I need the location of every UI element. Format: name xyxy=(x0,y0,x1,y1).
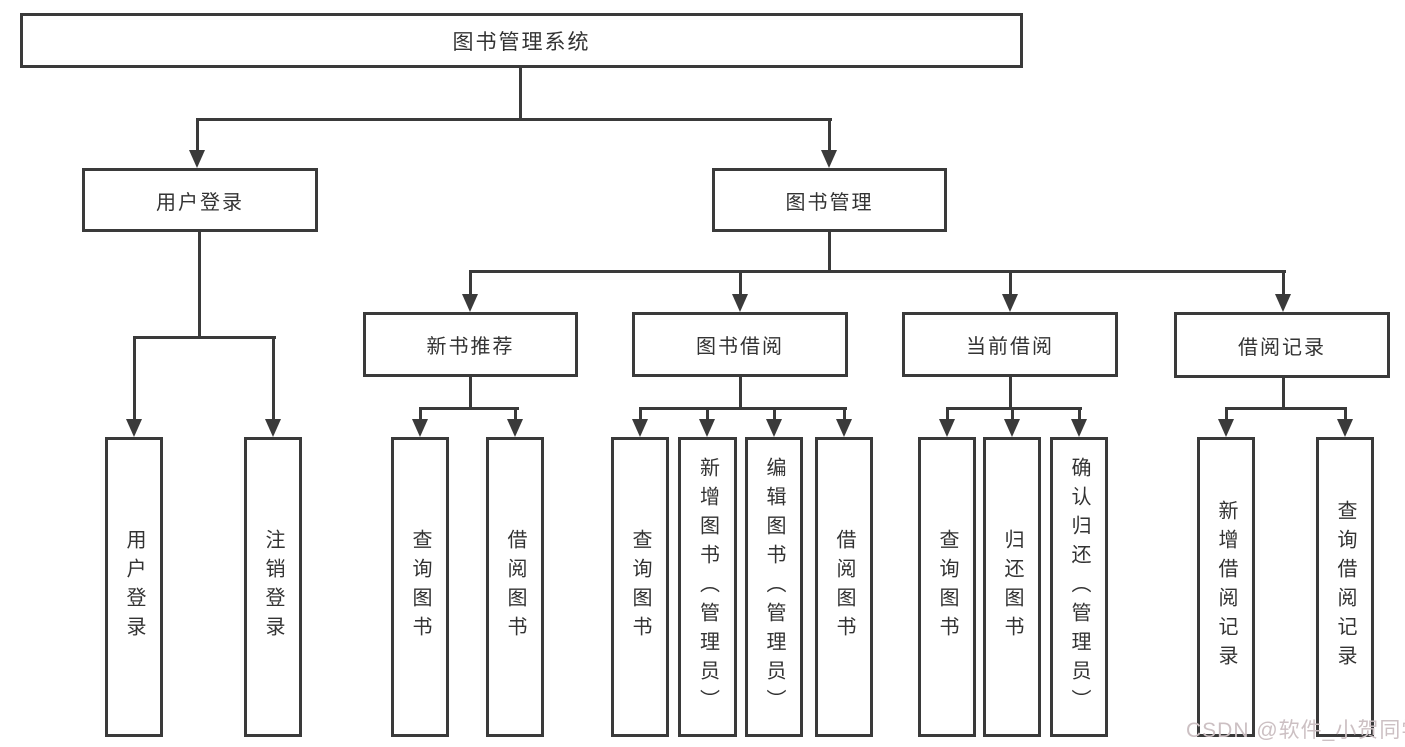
arrow-down-icon xyxy=(1002,294,1018,312)
leaf-add-books-admin: 新增图书（管理员） xyxy=(678,437,737,737)
arrow-down-icon xyxy=(699,419,715,437)
connector-line xyxy=(133,336,136,423)
connector-line xyxy=(272,336,275,423)
connector-line xyxy=(419,407,422,423)
leaf-query-books-current: 查询图书 xyxy=(918,437,976,737)
leaf-user-login: 用户登录 xyxy=(105,437,163,737)
connector-line xyxy=(828,232,831,273)
arrow-down-icon xyxy=(507,419,523,437)
connector-line xyxy=(1078,407,1081,423)
leaf-query-books-recommend: 查询图书 xyxy=(391,437,449,737)
leaf-query-borrow-record: 查询借阅记录 xyxy=(1316,437,1374,737)
connector-line xyxy=(1282,377,1285,410)
leaf-edit-books-admin: 编辑图书（管理员） xyxy=(745,437,803,737)
connector-line xyxy=(196,118,199,155)
connector-line xyxy=(1344,407,1347,423)
connector-line xyxy=(1225,407,1347,410)
node-borrowing-records: 借阅记录 xyxy=(1174,312,1390,378)
connector-line xyxy=(946,407,1082,410)
arrow-down-icon xyxy=(126,419,142,437)
connector-line xyxy=(828,118,831,155)
arrow-down-icon xyxy=(1337,419,1353,437)
node-book-borrowing: 图书借阅 xyxy=(632,312,848,377)
connector-line xyxy=(196,118,832,121)
leaf-borrow-books: 借阅图书 xyxy=(815,437,873,737)
connector-line xyxy=(198,232,201,339)
node-current-borrowing: 当前借阅 xyxy=(902,312,1118,377)
leaf-add-borrow-record: 新增借阅记录 xyxy=(1197,437,1255,737)
arrow-down-icon xyxy=(462,294,478,312)
arrow-down-icon xyxy=(1218,419,1234,437)
arrow-down-icon xyxy=(412,419,428,437)
connector-line xyxy=(514,407,517,423)
connector-line xyxy=(639,407,847,410)
connector-line xyxy=(946,407,949,423)
node-new-book-recommend: 新书推荐 xyxy=(363,312,578,377)
watermark: CSDN @软件_小贺同学 xyxy=(1186,719,1405,742)
connector-line xyxy=(739,270,742,297)
connector-line xyxy=(469,376,472,410)
node-library-management-system: 图书管理系统 xyxy=(20,13,1023,68)
arrow-down-icon xyxy=(632,419,648,437)
connector-line xyxy=(706,407,709,423)
connector-line xyxy=(1011,407,1014,423)
arrow-down-icon xyxy=(1071,419,1087,437)
leaf-confirm-return-admin: 确认归还（管理员） xyxy=(1050,437,1108,737)
connector-line xyxy=(639,407,642,423)
connector-line xyxy=(739,376,742,410)
leaf-logout: 注销登录 xyxy=(244,437,302,737)
connector-line xyxy=(133,336,276,339)
arrow-down-icon xyxy=(732,294,748,312)
connector-line xyxy=(1009,376,1012,410)
connector-line xyxy=(843,407,846,423)
connector-line xyxy=(419,407,519,410)
leaf-return-books: 归还图书 xyxy=(983,437,1041,737)
connector-line xyxy=(1009,270,1012,297)
connector-line xyxy=(519,68,522,121)
arrow-down-icon xyxy=(821,150,837,168)
node-user-login: 用户登录 xyxy=(82,168,318,232)
arrow-down-icon xyxy=(836,419,852,437)
leaf-query-books-borrow: 查询图书 xyxy=(611,437,669,737)
arrow-down-icon xyxy=(1004,419,1020,437)
arrow-down-icon xyxy=(265,419,281,437)
arrow-down-icon xyxy=(939,419,955,437)
connector-line xyxy=(773,407,776,423)
connector-line xyxy=(469,270,1286,273)
arrow-down-icon xyxy=(1275,294,1291,312)
node-book-management: 图书管理 xyxy=(712,168,947,232)
arrow-down-icon xyxy=(766,419,782,437)
connector-line xyxy=(1282,270,1285,297)
leaf-borrow-books-recommend: 借阅图书 xyxy=(486,437,544,737)
connector-line xyxy=(469,270,472,297)
connector-line xyxy=(1225,407,1228,423)
arrow-down-icon xyxy=(189,150,205,168)
